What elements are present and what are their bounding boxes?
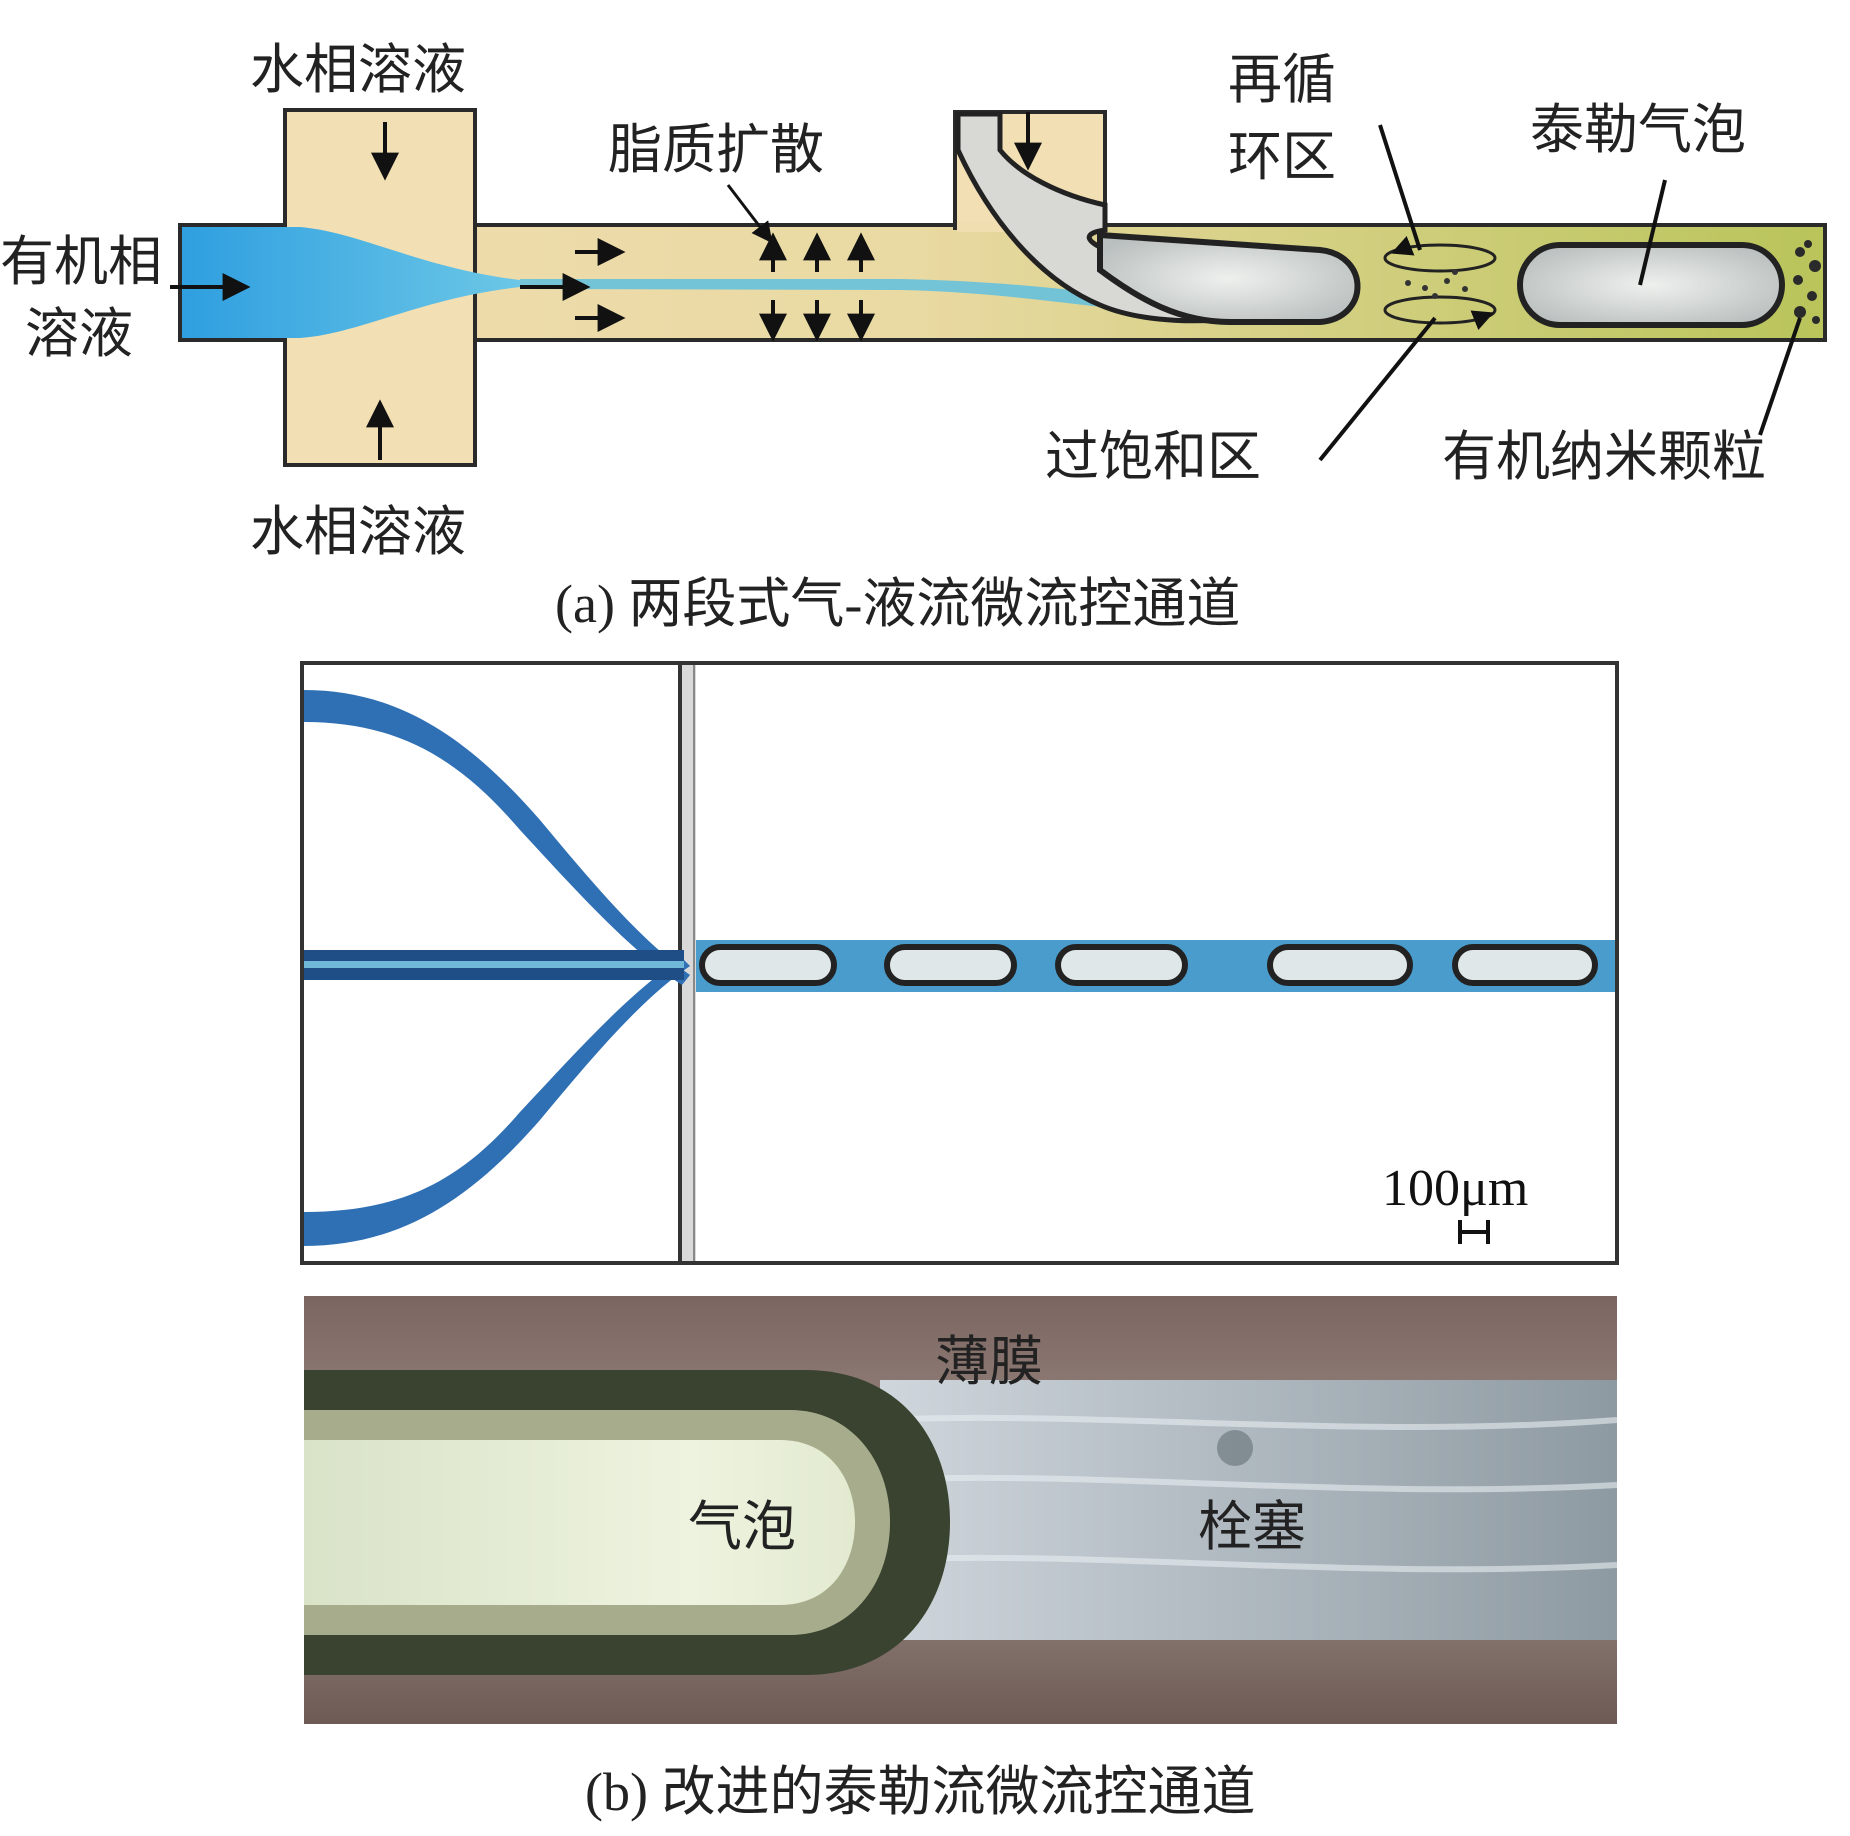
label-supersat-zone: 过饱和区 bbox=[1045, 425, 1261, 488]
caption-a: (a) 两段式气-液流微流控通道 bbox=[555, 574, 1240, 634]
label-organic-line1: 有机相 bbox=[0, 230, 162, 293]
label-aqueous-top: 水相溶液 bbox=[250, 38, 466, 101]
panel-b-top-image: 100μm bbox=[302, 663, 1617, 1263]
label-organic-line2: 溶液 bbox=[25, 302, 133, 365]
panel-b-bottom-image: 薄膜 气泡 栓塞 bbox=[304, 1296, 1617, 1724]
label-recirc-line2: 环区 bbox=[1228, 125, 1336, 188]
label-film: 薄膜 bbox=[935, 1330, 1043, 1393]
scale-label: 100μm bbox=[1382, 1160, 1528, 1217]
panel-a-diagram: 水相溶液 水相溶液 有机相 溶液 脂质扩散 再循 环区 泰勒气泡 过饱和区 有机… bbox=[0, 38, 1825, 634]
label-bubble: 气泡 bbox=[688, 1495, 796, 1558]
label-recirc-line1: 再循 bbox=[1228, 48, 1336, 111]
label-aqueous-bottom: 水相溶液 bbox=[250, 500, 466, 563]
taylor-bubble bbox=[1520, 245, 1782, 325]
label-plug: 栓塞 bbox=[1198, 1495, 1306, 1558]
label-taylor-bubble: 泰勒气泡 bbox=[1530, 98, 1746, 161]
caption-b: (b) 改进的泰勒流微流控通道 bbox=[585, 1762, 1255, 1822]
label-lipid-diffusion: 脂质扩散 bbox=[608, 118, 824, 181]
label-organic-nano: 有机纳米颗粒 bbox=[1442, 425, 1766, 488]
